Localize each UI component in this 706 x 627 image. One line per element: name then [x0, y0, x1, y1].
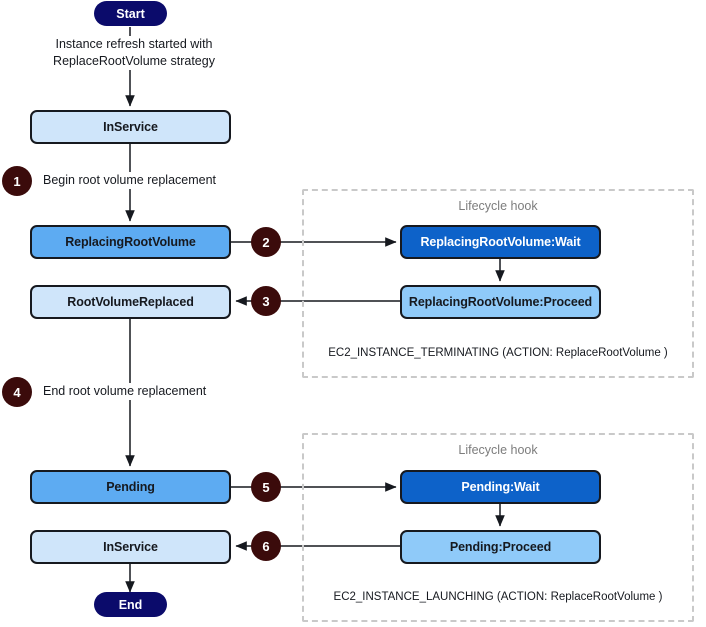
badge-3-label: 3 — [262, 293, 270, 309]
badge-6: 6 — [251, 531, 281, 561]
start-terminal: Start — [94, 1, 167, 26]
badge-1: 1 — [2, 166, 32, 196]
hook-state-pending-proceed-label: Pending:Proceed — [449, 540, 552, 554]
state-root-volume-replaced-label: RootVolumeReplaced — [67, 295, 194, 309]
lifecycle-hook-launching-caption: EC2_INSTANCE_LAUNCHING (ACTION: ReplaceR… — [333, 591, 663, 603]
hook-state-pending-proceed: Pending:Proceed — [400, 530, 601, 564]
end-terminal-label: End — [118, 597, 143, 612]
badge-4: 4 — [2, 377, 32, 407]
lifecycle-hook-launching: Lifecycle hook EC2_INSTANCE_LAUNCHING (A… — [302, 433, 694, 622]
hook-state-replacing-root-volume-proceed-label: ReplacingRootVolume:Proceed — [408, 295, 593, 309]
state-inservice-top-label: InService — [103, 120, 158, 134]
hook-state-replacing-root-volume-wait: ReplacingRootVolume:Wait — [400, 225, 601, 259]
state-pending-label: Pending — [106, 480, 155, 494]
lifecycle-hook-terminating: Lifecycle hook EC2_INSTANCE_TERMINATING … — [302, 189, 694, 378]
end-terminal: End — [94, 592, 167, 617]
badge-3: 3 — [251, 286, 281, 316]
state-inservice-bottom-label: InService — [103, 540, 158, 554]
hook-state-replacing-root-volume-wait-label: ReplacingRootVolume:Wait — [420, 235, 581, 249]
hook-state-replacing-root-volume-proceed: ReplacingRootVolume:Proceed — [400, 285, 601, 319]
state-pending: Pending — [30, 470, 231, 504]
edge-label-start-to-inservice: Instance refresh started with ReplaceRoo… — [38, 36, 230, 70]
badge-2: 2 — [251, 227, 281, 257]
badge-4-label: 4 — [13, 384, 21, 400]
lifecycle-hook-launching-title: Lifecycle hook — [458, 443, 538, 457]
badge-1-label: 1 — [13, 173, 21, 189]
badge-6-label: 6 — [262, 538, 270, 554]
hook-state-pending-wait: Pending:Wait — [400, 470, 601, 504]
start-terminal-label: Start — [116, 6, 145, 21]
lifecycle-hook-terminating-caption: EC2_INSTANCE_TERMINATING (ACTION: Replac… — [328, 347, 668, 359]
state-inservice-bottom: InService — [30, 530, 231, 564]
edge-label-end-replacement: End root volume replacement — [40, 383, 210, 400]
state-root-volume-replaced: RootVolumeReplaced — [30, 285, 231, 319]
badge-5-label: 5 — [262, 479, 270, 495]
badge-2-label: 2 — [262, 234, 270, 250]
badge-5: 5 — [251, 472, 281, 502]
hook-state-pending-wait-label: Pending:Wait — [461, 480, 540, 494]
state-replacing-root-volume: ReplacingRootVolume — [30, 225, 231, 259]
state-inservice-top: InService — [30, 110, 231, 144]
edge-label-begin-replacement: Begin root volume replacement — [40, 172, 220, 189]
state-replacing-root-volume-label: ReplacingRootVolume — [65, 235, 196, 249]
lifecycle-hook-terminating-title: Lifecycle hook — [458, 199, 538, 213]
